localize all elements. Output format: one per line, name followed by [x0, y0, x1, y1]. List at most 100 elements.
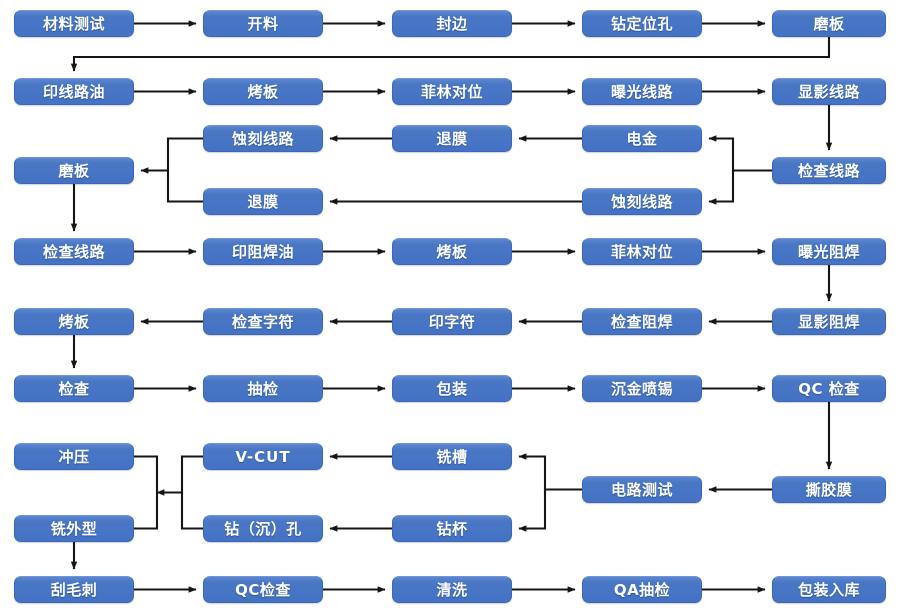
process-node-label: 磨板	[813, 15, 845, 33]
process-node-label: 烤板	[58, 313, 90, 331]
process-node-label: 检查线路	[42, 243, 105, 261]
process-node-label: 清洗	[436, 581, 468, 599]
process-node-n43[interactable]: 清洗	[392, 576, 512, 603]
process-node-label: 电金	[626, 130, 658, 148]
process-node-label: 铣外型	[50, 520, 98, 538]
process-node-label: 退膜	[247, 193, 279, 211]
process-node-n30[interactable]: 包装	[392, 375, 512, 402]
process-node-label: 检查	[58, 380, 90, 398]
process-node-n11[interactable]: 蚀刻线路	[203, 125, 323, 152]
process-node-label: 印字符	[428, 313, 476, 331]
process-node-n24[interactable]: 检查字符	[203, 308, 323, 335]
process-node-label: 检查阻焊	[610, 313, 673, 331]
process-node-n38[interactable]: 铣外型	[14, 515, 134, 542]
process-node-label: 铣槽	[436, 448, 468, 466]
process-node-n19[interactable]: 印阻焊油	[203, 238, 323, 265]
process-node-n25[interactable]: 印字符	[392, 308, 512, 335]
edge-n16-n14	[166, 170, 203, 203]
process-node-n14[interactable]: 磨板	[14, 157, 134, 184]
process-node-label: 烤板	[247, 83, 279, 101]
process-node-n42[interactable]: QC检查	[203, 576, 323, 603]
process-node-n22[interactable]: 曝光阻焊	[772, 238, 886, 265]
process-node-label: 印阻焊油	[231, 243, 294, 261]
process-node-n21[interactable]: 菲林对位	[582, 238, 702, 265]
process-node-n13[interactable]: 电金	[582, 125, 702, 152]
process-node-n7[interactable]: 烤板	[203, 78, 323, 105]
process-node-label: V-CUT	[235, 447, 291, 466]
process-node-label: 抽检	[247, 380, 279, 398]
process-node-label: 检查字符	[231, 313, 294, 331]
process-node-label: 沉金喷锡	[610, 380, 673, 398]
process-node-label: 磨板	[58, 162, 90, 180]
edge-n36-n40	[518, 488, 582, 532]
process-node-label: QC 检查	[798, 380, 860, 398]
process-node-label: 退膜	[436, 130, 468, 148]
process-node-n1[interactable]: 材料测试	[14, 10, 134, 37]
edge-n39-merge	[180, 492, 203, 530]
process-node-label: QA抽检	[613, 581, 671, 599]
process-node-label: 包装入库	[797, 581, 860, 599]
connector-group	[70, 20, 833, 593]
process-node-label: 蚀刻线路	[610, 193, 673, 211]
process-node-n29[interactable]: 抽检	[203, 375, 323, 402]
edge-n34-merge	[156, 455, 203, 496]
edge-merge-column	[134, 455, 159, 530]
process-node-label: 菲林对位	[420, 83, 483, 101]
process-node-n18[interactable]: 检查线路	[14, 238, 134, 265]
process-node-n20[interactable]: 烤板	[392, 238, 512, 265]
process-node-n15[interactable]: 检查线路	[772, 157, 886, 184]
edge-n5-n6	[70, 37, 831, 72]
process-node-label: 刮毛刺	[50, 581, 98, 599]
process-node-label: 撕胶膜	[805, 481, 853, 499]
process-node-n27[interactable]: 显影阻焊	[772, 308, 886, 335]
process-node-n31[interactable]: 沉金喷锡	[582, 375, 702, 402]
process-node-n9[interactable]: 曝光线路	[582, 78, 702, 105]
process-node-n35[interactable]: 铣槽	[392, 443, 512, 470]
process-node-label: 钻（沉）孔	[224, 520, 302, 538]
process-node-n8[interactable]: 菲林对位	[392, 78, 512, 105]
process-node-n37[interactable]: 撕胶膜	[772, 476, 886, 503]
process-node-label: 检查线路	[797, 162, 860, 180]
process-node-n2[interactable]: 开料	[203, 10, 323, 37]
process-node-n40[interactable]: 钻杯	[392, 515, 512, 542]
process-node-n44[interactable]: QA抽检	[582, 576, 702, 603]
process-node-n39[interactable]: 钻（沉）孔	[203, 515, 323, 542]
process-node-n5[interactable]: 磨板	[772, 10, 886, 37]
process-node-n41[interactable]: 刮毛刺	[14, 576, 134, 603]
process-node-label: 包装	[436, 380, 468, 398]
process-node-label: 显影阻焊	[797, 313, 860, 331]
process-node-label: 材料测试	[42, 15, 105, 33]
process-node-n36[interactable]: 电路测试	[582, 476, 702, 503]
process-node-n26[interactable]: 检查阻焊	[582, 308, 702, 335]
process-node-n12[interactable]: 退膜	[392, 125, 512, 152]
process-node-label: 冲压	[58, 448, 90, 466]
process-node-label: 电路测试	[610, 481, 673, 499]
edge-n15-n13	[708, 135, 772, 172]
process-node-n16[interactable]: 退膜	[203, 188, 323, 215]
process-node-n10[interactable]: 显影线路	[772, 78, 886, 105]
process-node-n3[interactable]: 封边	[392, 10, 512, 37]
edge-n36-n35	[518, 453, 582, 491]
process-node-label: 曝光线路	[610, 83, 673, 101]
process-node-label: 钻定位孔	[610, 15, 673, 33]
process-node-n4[interactable]: 钻定位孔	[582, 10, 702, 37]
process-node-label: 钻杯	[436, 520, 468, 538]
process-node-label: 开料	[247, 15, 279, 33]
process-node-label: 封边	[436, 15, 468, 33]
process-node-n6[interactable]: 印线路油	[14, 78, 134, 105]
process-node-label: 显影线路	[797, 83, 860, 101]
process-node-n34[interactable]: V-CUT	[203, 443, 323, 470]
edge-n11-n14	[140, 137, 203, 174]
process-node-n23[interactable]: 烤板	[14, 308, 134, 335]
process-node-label: 曝光阻焊	[797, 243, 860, 261]
process-node-label: 菲林对位	[610, 243, 673, 261]
process-node-label: 印线路油	[42, 83, 105, 101]
process-node-n28[interactable]: 检查	[14, 375, 134, 402]
process-node-label: QC检查	[235, 581, 291, 599]
process-node-n17[interactable]: 蚀刻线路	[582, 188, 702, 215]
process-node-n45[interactable]: 包装入库	[772, 576, 886, 603]
process-node-n32[interactable]: QC 检查	[772, 375, 886, 402]
process-node-n33[interactable]: 冲压	[14, 443, 134, 470]
edge-n15-n17	[708, 169, 772, 205]
